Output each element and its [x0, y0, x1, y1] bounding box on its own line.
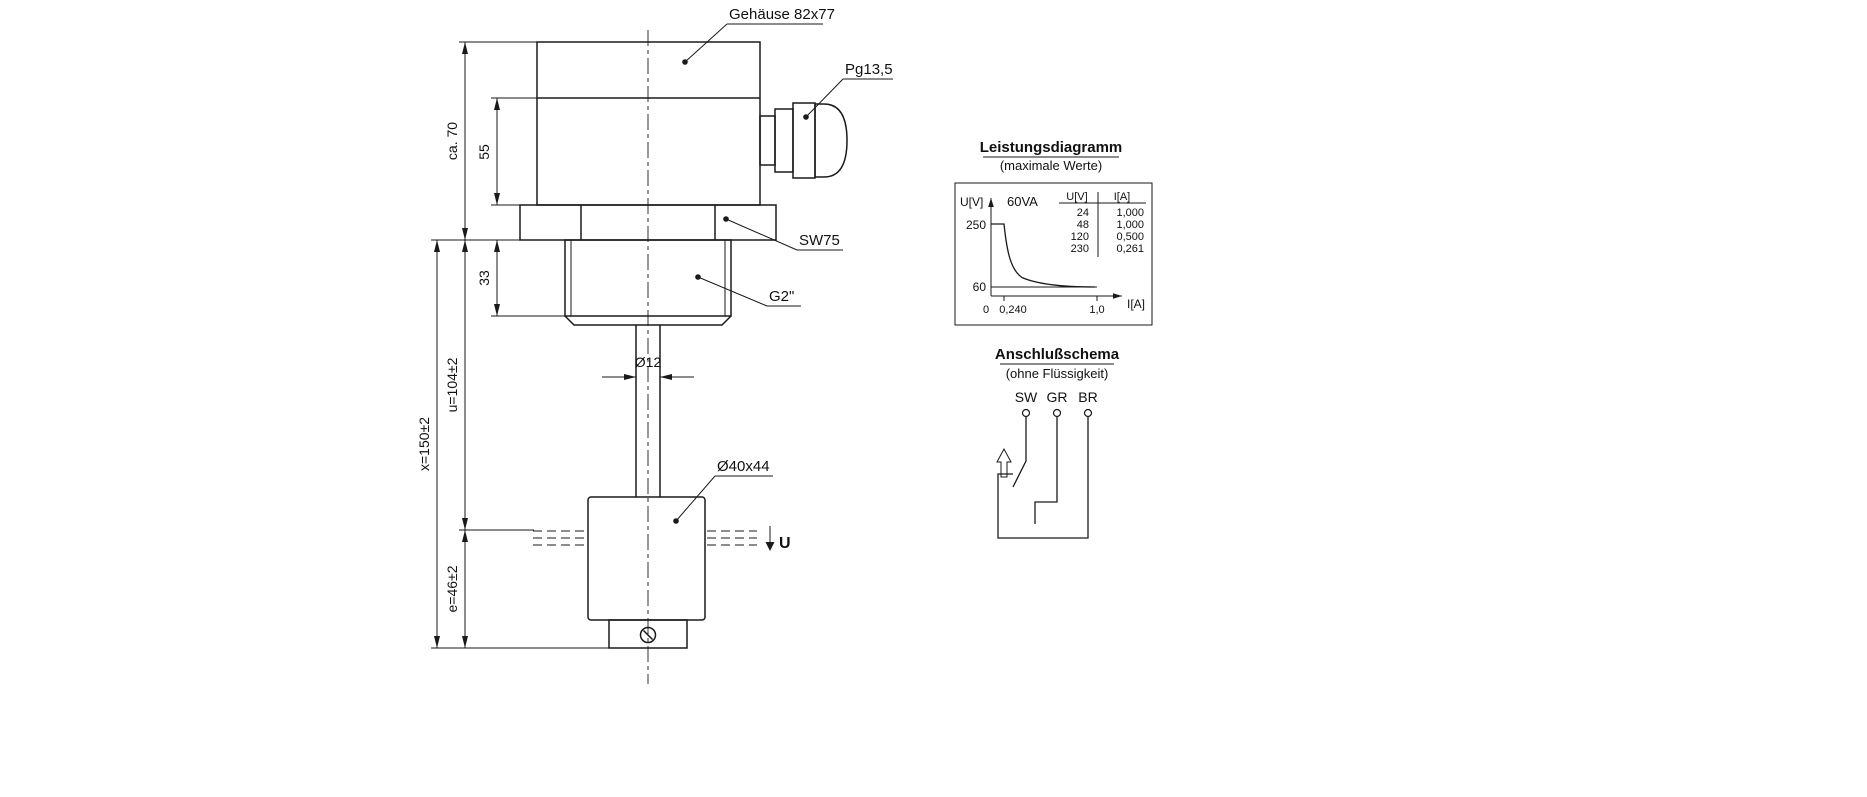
water-level-marks — [533, 530, 757, 546]
table-cell-i3: 0,261 — [1116, 243, 1144, 255]
gland-callout-label: Pg13,5 — [845, 61, 893, 78]
y-tick-250: 250 — [966, 218, 986, 232]
br-wire-float-chamber — [997, 416, 1089, 539]
terminal-label-gr: GR — [1047, 389, 1068, 405]
sensor-drawing: U ca. 70 55 33 u=104±2 — [416, 6, 893, 684]
x-axis-label: I[A] — [1127, 297, 1145, 311]
float-leader-dot — [673, 518, 679, 524]
hex-leader-dot — [723, 216, 729, 222]
housing-callout-label: Gehäuse 82x77 — [729, 6, 835, 23]
thread-callout-label: G2" — [769, 288, 794, 305]
end-cap — [608, 619, 688, 649]
terminal-sw — [1021, 408, 1031, 418]
u-arrow-head — [765, 542, 775, 551]
table-cell-u2: 120 — [1071, 231, 1089, 243]
gr-wire-electrode — [1034, 416, 1058, 524]
dim-ca70-label: ca. 70 — [444, 122, 460, 160]
gland-dome — [814, 103, 848, 178]
float-direction-arrow — [996, 447, 1012, 478]
retaining-screw — [639, 626, 657, 644]
thread-outline — [564, 239, 732, 317]
callouts: Gehäuse 82x77 Pg13,5 SW75 G2" Ø40x44 — [673, 6, 893, 524]
housing-leader — [684, 23, 728, 63]
power-diagram-title: Leistungsdiagramm — [980, 139, 1123, 156]
gland-leader — [805, 78, 844, 118]
schema-title: Anschlußschema — [995, 346, 1120, 363]
float-leader — [675, 475, 716, 522]
guide-rod — [635, 325, 661, 497]
table-cell-u0: 24 — [1077, 207, 1089, 219]
power-diagram-frame — [954, 182, 1153, 326]
float-body — [587, 496, 706, 621]
level-u-label: U — [779, 535, 791, 552]
power-limit-curve — [991, 223, 1096, 288]
hex-leader — [725, 218, 798, 251]
terminal-label-br: BR — [1078, 389, 1097, 405]
x-tick-0: 0 — [983, 304, 989, 316]
terminal-label-sw: SW — [1015, 389, 1038, 405]
gland-neck — [759, 115, 776, 166]
housing-leader-dot — [682, 59, 688, 65]
table-col-i: I[A] — [1114, 191, 1131, 203]
dim-x150-label: x=150±2 — [416, 417, 432, 471]
dim-55-label: 55 — [476, 144, 492, 160]
thread-body — [564, 239, 732, 326]
float-callout-label: Ø40x44 — [717, 458, 770, 475]
hex-callout-label: SW75 — [799, 232, 840, 249]
dim-d12-label: Ø12 — [635, 354, 662, 370]
terminal-gr — [1052, 408, 1062, 418]
power-diagram-subtitle: (maximale Werte) — [1000, 158, 1102, 173]
level-u-marker: U — [765, 526, 791, 552]
dimension-lines — [434, 42, 694, 648]
schema-subtitle: (ohne Flüssigkeit) — [1006, 366, 1109, 381]
x-tick-10: 1,0 — [1089, 304, 1104, 316]
thread-chamfer — [564, 315, 732, 326]
screw-slot — [642, 629, 654, 641]
sw-wire-switch-contact — [1012, 416, 1027, 488]
gland-body — [774, 108, 794, 173]
terminal-br — [1083, 408, 1093, 418]
table-col-u: U[V] — [1066, 191, 1087, 203]
dimension-labels: ca. 70 55 33 u=104±2 x=150±2 e=46±2 Ø12 — [416, 122, 661, 613]
cable-gland — [759, 102, 848, 179]
thread-leader — [697, 276, 768, 307]
end-cap-outline — [608, 619, 688, 649]
power-diagram: Leistungsdiagramm (maximale Werte) U[V] … — [954, 139, 1153, 326]
x-tick-024: 0,240 — [999, 304, 1027, 316]
dim-u104-label: u=104±2 — [444, 357, 460, 412]
connection-schema: Anschlußschema (ohne Flüssigkeit) SW GR … — [995, 346, 1120, 539]
y-axis-label: U[V] — [960, 195, 983, 209]
table-cell-i2: 0,500 — [1116, 231, 1144, 243]
extension-lines — [431, 41, 609, 649]
housing-outline — [536, 41, 761, 206]
thread-leader-dot — [695, 274, 701, 280]
va-rating-label: 60VA — [1007, 194, 1038, 209]
gland-leader-dot — [803, 114, 809, 120]
gland-hex — [792, 102, 816, 179]
table-cell-i0: 1,000 — [1116, 207, 1144, 219]
max-values-table: U[V] I[A] 24 1,000 48 1,000 120 0,500 23… — [1059, 191, 1146, 257]
y-tick-60: 60 — [973, 280, 987, 294]
table-cell-i1: 1,000 — [1116, 219, 1144, 231]
table-cell-u3: 230 — [1071, 243, 1089, 255]
dim-e46-label: e=46±2 — [444, 565, 460, 612]
table-cell-u1: 48 — [1077, 219, 1089, 231]
dim-33-label: 33 — [476, 270, 492, 286]
